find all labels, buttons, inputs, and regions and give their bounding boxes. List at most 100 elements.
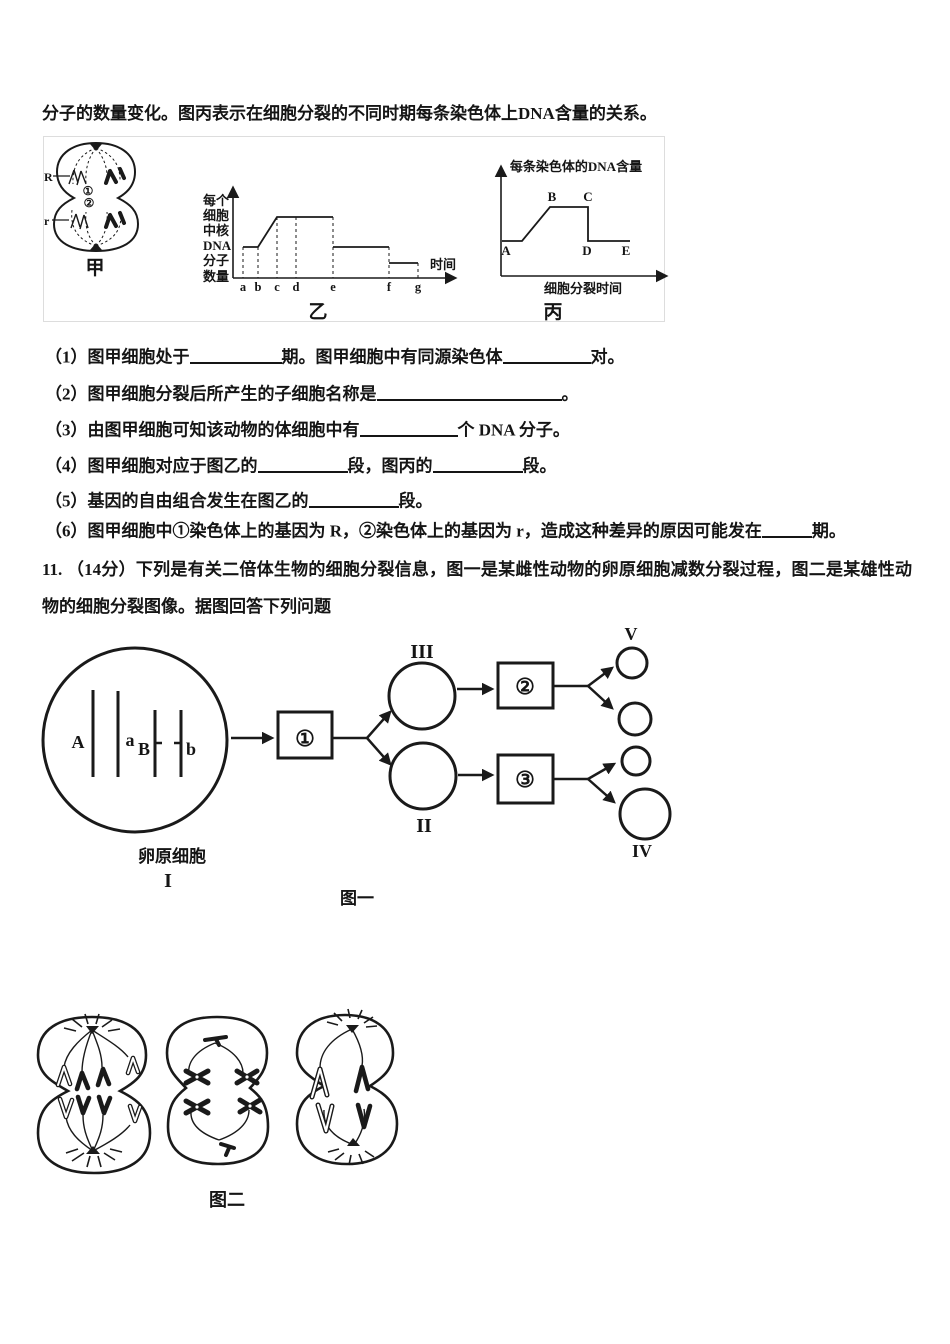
svg-text:g: g (415, 280, 422, 294)
dna-per-chromosome-curve (502, 206, 630, 242)
question-text: 段。 (522, 456, 557, 476)
spindle-poles (203, 1035, 236, 1157)
svg-text:D: D (582, 243, 591, 258)
polar-body-V (615, 646, 649, 680)
answer-blank (257, 454, 348, 474)
svg-text:DNA: DNA (203, 238, 232, 253)
gene-label-r: r (44, 214, 50, 228)
figure-2-cell-images (36, 1008, 399, 1175)
svg-text:分子: 分子 (203, 253, 229, 268)
svg-text:中核: 中核 (203, 223, 229, 238)
spindle-fibers (71, 147, 122, 247)
chromosomes-solid (353, 1064, 373, 1130)
question-text: 个 DNA 分子。 (457, 420, 570, 440)
oogonium-cell (41, 646, 229, 834)
chromosome-number-2: ② (84, 196, 95, 210)
question-text: 期。 (811, 521, 846, 541)
question-text: 对。 (590, 347, 625, 367)
caption-yi: 乙 (308, 302, 328, 323)
question-6: （6）图甲细胞中①染色体上的基因为 R，②染色体上的基因为 r，造成这种差异的原… (45, 519, 846, 543)
egg-cell-IV (618, 787, 672, 841)
cell-outline (295, 1013, 399, 1166)
cell-outline (52, 141, 140, 253)
label-I: I (164, 870, 172, 892)
question-text: 段，图丙的 (347, 456, 433, 476)
question-text: 。 (561, 384, 579, 404)
chromosome-label-A: A (72, 732, 85, 752)
chromosome-lines (91, 690, 183, 777)
branch-arrows-3 (553, 762, 617, 804)
spindle-poles (86, 1026, 100, 1154)
chromosomes-solid (74, 1066, 113, 1116)
daughter-cell-small-1 (617, 701, 653, 737)
figure-panel-border (43, 136, 665, 322)
svg-text:a: a (240, 280, 247, 294)
figure-yi-chart: 每个 细胞 中核 DNA 分子 数量 a b c d e f g 时间 (203, 185, 458, 294)
svg-text:e: e (330, 280, 336, 294)
answer-blank (359, 418, 458, 438)
process-box-1 (276, 710, 334, 760)
chart-title: 每条染色体的DNA含量 (510, 159, 642, 174)
dna-curve (243, 216, 418, 264)
spindle-fibers (188, 1042, 250, 1141)
question-1: （1）图甲细胞处于期。图甲细胞中有同源染色体对。 (45, 345, 625, 369)
question-11-stem: 11. （14分）下列是有关二倍体生物的细胞分裂信息，图一是某雌性动物的卵原细胞… (42, 560, 912, 617)
figure-1-meiosis-flow: A a B b ① III II ② V ③ (41, 624, 672, 892)
svg-text:c: c (274, 280, 280, 294)
answer-blank (189, 345, 282, 365)
branch-arrows-1 (332, 710, 392, 766)
question-2: （2）图甲细胞分裂后所产生的子细胞名称是 。 (45, 382, 579, 406)
chromosomes-hollow (55, 1055, 143, 1124)
process-2-label: ② (515, 674, 535, 699)
spindle-fibers (63, 1029, 131, 1152)
gridlines-dashed (242, 217, 419, 278)
chromosome-number-1: ① (83, 184, 94, 198)
svg-text:f: f (387, 280, 392, 294)
answer-blank (376, 382, 562, 402)
svg-text:B: B (548, 189, 557, 204)
cell-outline (165, 1015, 270, 1166)
gene-label-R: R (44, 170, 53, 184)
figure-jia-cell-diagram: R r ① ② (44, 141, 140, 253)
svg-text:d: d (293, 280, 300, 294)
caption-bing: 丙 (543, 302, 563, 323)
aster-rays (326, 1008, 378, 1166)
question-text: 段。 (398, 491, 433, 511)
answer-blank (432, 454, 523, 474)
x-axis-label: 时间 (430, 257, 456, 272)
caption-figure-1: 图一 (340, 889, 374, 908)
answer-blank (761, 519, 812, 539)
chromosomes-solid (104, 167, 126, 229)
y-axis-label: 每个 细胞 中核 DNA 分子 数量 (203, 193, 232, 284)
branch-arrows-2 (553, 666, 614, 710)
x-tick-labels: a b c d e f g (240, 280, 422, 294)
caption-figure-2: 图二 (209, 1190, 245, 1210)
cell-2-metaphase (165, 1015, 270, 1166)
question-text: 期。图甲细胞中有同源染色体 (281, 347, 503, 367)
svg-text:每个: 每个 (203, 193, 230, 208)
question-text: （6）图甲细胞中①染色体上的基因为 R，②染色体上的基因为 r，造成这种差异的原… (45, 521, 762, 541)
chromosomes-outlined (68, 169, 89, 230)
figure-bing-chart: 每条染色体的DNA含量 B C A D E 细胞分裂时间 (494, 159, 669, 296)
chromosome-label-b: b (186, 739, 196, 759)
chromosome-label-B: B (138, 739, 150, 759)
svg-text:C: C (583, 189, 592, 204)
question-3: （3）由图甲细胞可知该动物的体细胞中有个 DNA 分子。 (45, 418, 570, 442)
question-text: （2）图甲细胞分裂后所产生的子细胞名称是 (45, 384, 377, 404)
svg-text:数量: 数量 (203, 269, 229, 284)
label-III: III (410, 641, 434, 663)
secondary-cell-III (387, 661, 457, 731)
label-V: V (625, 624, 638, 644)
label-IV: IV (632, 841, 652, 861)
question-5: （5）基因的自由组合发生在图乙的段。 (45, 489, 433, 513)
svg-text:A: A (501, 243, 511, 258)
gene-pointer-lines (52, 175, 70, 221)
daughter-cell-small-2 (620, 745, 652, 777)
oogonium-label: 卵原细胞 (138, 846, 206, 866)
point-labels: B C A D E (501, 189, 630, 258)
intro-text: 分子的数量变化。图丙表示在细胞分裂的不同时期每条染色体上DNA含量的关系。 (42, 104, 657, 123)
spindle-poles (346, 1025, 360, 1146)
caption-jia: 甲 (85, 258, 105, 279)
cell-1-anaphase (36, 1013, 152, 1175)
